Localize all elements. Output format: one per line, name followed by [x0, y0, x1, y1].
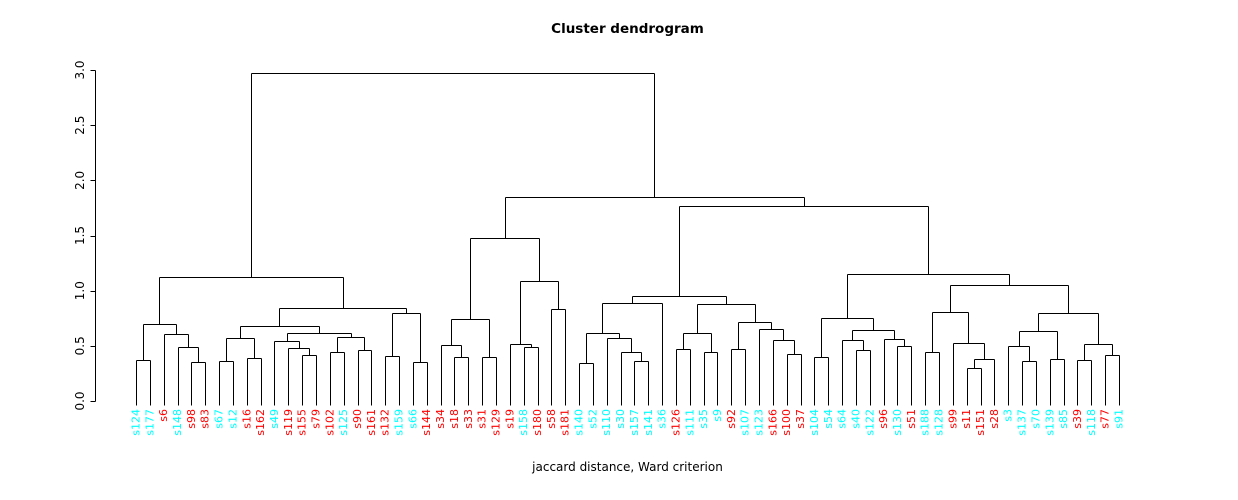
y-tick-label: 1.5 [73, 226, 87, 245]
leaf-label: s111 [683, 409, 696, 436]
leaf-label: s118 [1085, 409, 1098, 436]
leaf-label: s128 [933, 409, 946, 436]
leaf-label: s37 [794, 409, 807, 429]
leaf-label: s19 [503, 409, 516, 429]
leaf-label: s151 [974, 409, 987, 436]
leaf-label: s129 [489, 409, 502, 436]
leaf-label: s99 [946, 409, 959, 429]
leaf-label: s34 [434, 409, 447, 429]
leaf-label: s155 [296, 409, 309, 436]
leaf-label: s104 [808, 409, 821, 436]
leaf-label: s67 [213, 409, 226, 429]
leaf-label: s40 [849, 409, 862, 429]
leaf-label: s126 [669, 409, 682, 436]
leaf-label: s166 [766, 409, 779, 436]
y-tick-label: 2.5 [73, 116, 87, 135]
leaf-label: s102 [323, 409, 336, 436]
leaf-label: s51 [905, 409, 918, 429]
leaf-label: s18 [448, 409, 461, 429]
y-tick-label: 0.5 [73, 336, 87, 355]
leaf-label: s98 [185, 409, 198, 429]
leaf-label: s177 [143, 409, 156, 436]
leaf-label: s16 [240, 409, 253, 429]
leaf-label: s124 [130, 409, 143, 436]
leaf-label: s180 [531, 409, 544, 436]
leaf-label: s148 [171, 409, 184, 436]
y-tick-label: 0.0 [73, 391, 87, 410]
leaf-label: s157 [628, 409, 641, 436]
y-tick-label: 2.0 [73, 171, 87, 190]
leaf-label: s107 [739, 409, 752, 436]
leaf-label: s77 [1099, 409, 1112, 429]
leaf-label: s91 [1113, 409, 1126, 429]
leaf-label: s49 [268, 409, 281, 429]
leaf-label: s66 [406, 409, 419, 429]
leaf-label: s36 [656, 409, 669, 429]
leaf-label: s92 [725, 409, 738, 429]
leaf-label: s162 [254, 409, 267, 436]
leaf-label: s83 [199, 409, 212, 429]
y-tick-label: 1.0 [73, 281, 87, 300]
leaf-label: s110 [600, 409, 613, 436]
leaf-label: s119 [282, 409, 295, 436]
leaf-label: s85 [1057, 409, 1070, 429]
y-axis-line [90, 70, 96, 402]
leaf-label: s3 [1002, 409, 1015, 422]
leaf-label: s39 [1071, 409, 1084, 429]
leaf-label: s125 [337, 409, 350, 436]
leaf-label: s54 [822, 409, 835, 429]
leaf-label: s122 [863, 409, 876, 436]
leaf-label: s35 [697, 409, 710, 429]
chart-title: Cluster dendrogram [551, 21, 704, 37]
leaf-label: s100 [780, 409, 793, 436]
y-tick-label: 3.0 [73, 60, 87, 79]
leaf-label: s181 [559, 409, 572, 436]
y-axis: 0.0 0.5 1.0 1.5 2.0 2.5 3.0 [73, 60, 96, 411]
leaf-label: s9 [711, 409, 724, 422]
leaf-label: s52 [586, 409, 599, 429]
leaf-label: s144 [420, 409, 433, 436]
leaf-label: s158 [517, 409, 530, 436]
leaf-label: s159 [393, 409, 406, 436]
leaf-label: s123 [753, 409, 766, 436]
leaf-label: s137 [1016, 409, 1029, 436]
leaf-label: s28 [988, 409, 1001, 429]
leaf-label: s58 [545, 409, 558, 429]
leaf-label: s161 [365, 409, 378, 436]
leaf-label: s90 [351, 409, 364, 429]
leaf-label: s12 [226, 409, 239, 429]
leaf-label: s96 [877, 409, 890, 429]
leaf-label: s11 [960, 409, 973, 429]
leaf-label: s140 [573, 409, 586, 436]
leaf-label: s79 [309, 409, 322, 429]
leaf-label: s31 [476, 409, 489, 429]
leaf-label: s33 [462, 409, 475, 429]
leaf-label: s70 [1029, 409, 1042, 429]
leaf-label: s132 [379, 409, 392, 436]
leaf-label: s6 [157, 409, 170, 422]
leaf-label: s64 [836, 409, 849, 429]
leaf-label: s188 [919, 409, 932, 436]
leaf-label: s139 [1043, 409, 1056, 436]
leaf-label: s30 [614, 409, 627, 429]
leaf-label: s130 [891, 409, 904, 436]
chart-subtitle: jaccard distance, Ward criterion [532, 460, 723, 474]
dendrogram-lines [136, 73, 1120, 406]
leaf-label: s141 [642, 409, 655, 436]
